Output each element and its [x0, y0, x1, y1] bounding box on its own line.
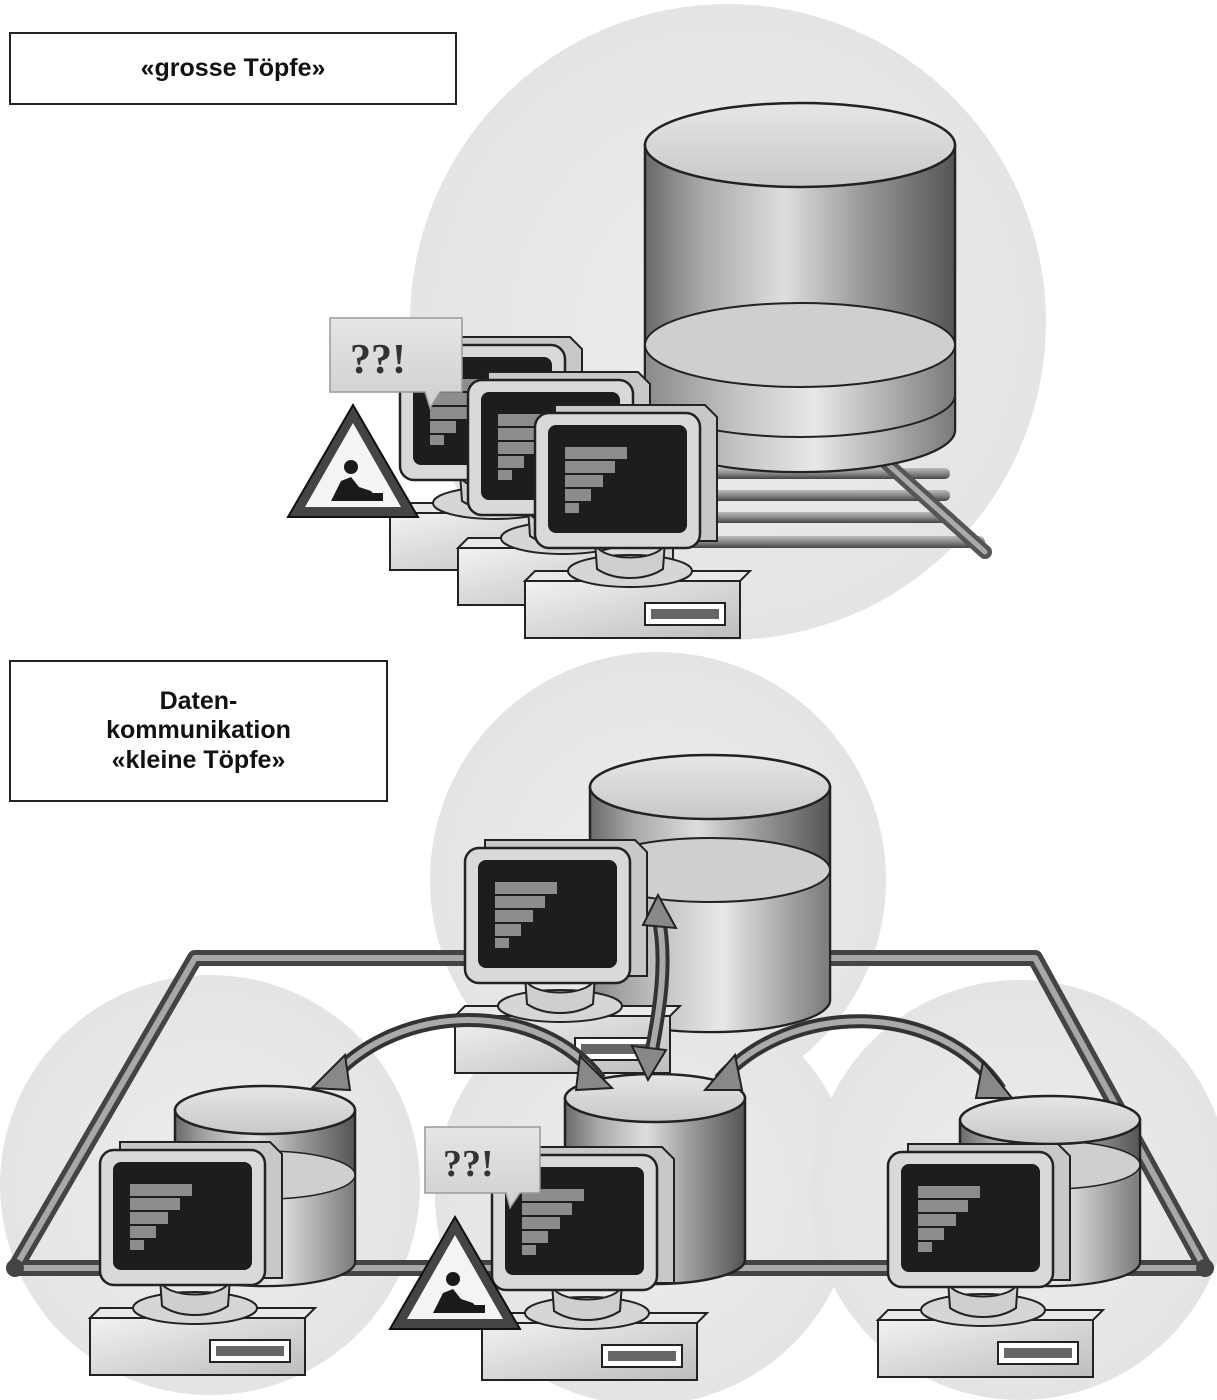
arrow-head-right-icon: [974, 1059, 1015, 1099]
arrow-head-center-left-icon: [574, 1053, 615, 1092]
top-speech-bubble: ??!: [329, 317, 463, 410]
large-database-tank: [643, 101, 957, 474]
label-line-1: Daten-: [159, 686, 238, 715]
data-transfer-arrows: [309, 892, 1015, 1099]
bottom-speech-bubble: ??!: [424, 1126, 541, 1210]
label-line-3: «kleine Töpfe»: [111, 745, 286, 774]
arrow-head-up-icon: [641, 892, 678, 930]
arrow-head-left-icon: [309, 1052, 352, 1092]
bottom-computer-top: [453, 838, 682, 1075]
bottom-bubble-text: ??!: [443, 1143, 494, 1185]
bottom-computer-left: [88, 1140, 317, 1377]
bottom-scene: ??!: [0, 652, 1217, 1400]
label-grosse-toepfe-text: «grosse Töpfe»: [140, 53, 326, 82]
top-warning-sign-icon: [287, 404, 419, 518]
arrow-head-down-icon: [630, 1044, 668, 1083]
top-computer-front: [523, 403, 752, 640]
top-bubble-text: ??!: [350, 337, 406, 383]
label-line-2: kommunikation: [106, 716, 291, 745]
bottom-computer-right: [876, 1142, 1105, 1379]
label-datenkommunikation: Daten- kommunikation «kleine Töpfe»: [9, 660, 388, 802]
arrow-head-center-right-icon: [702, 1052, 744, 1091]
top-scene: ??!: [287, 4, 1046, 640]
label-grosse-toepfe: «grosse Töpfe»: [9, 32, 457, 105]
